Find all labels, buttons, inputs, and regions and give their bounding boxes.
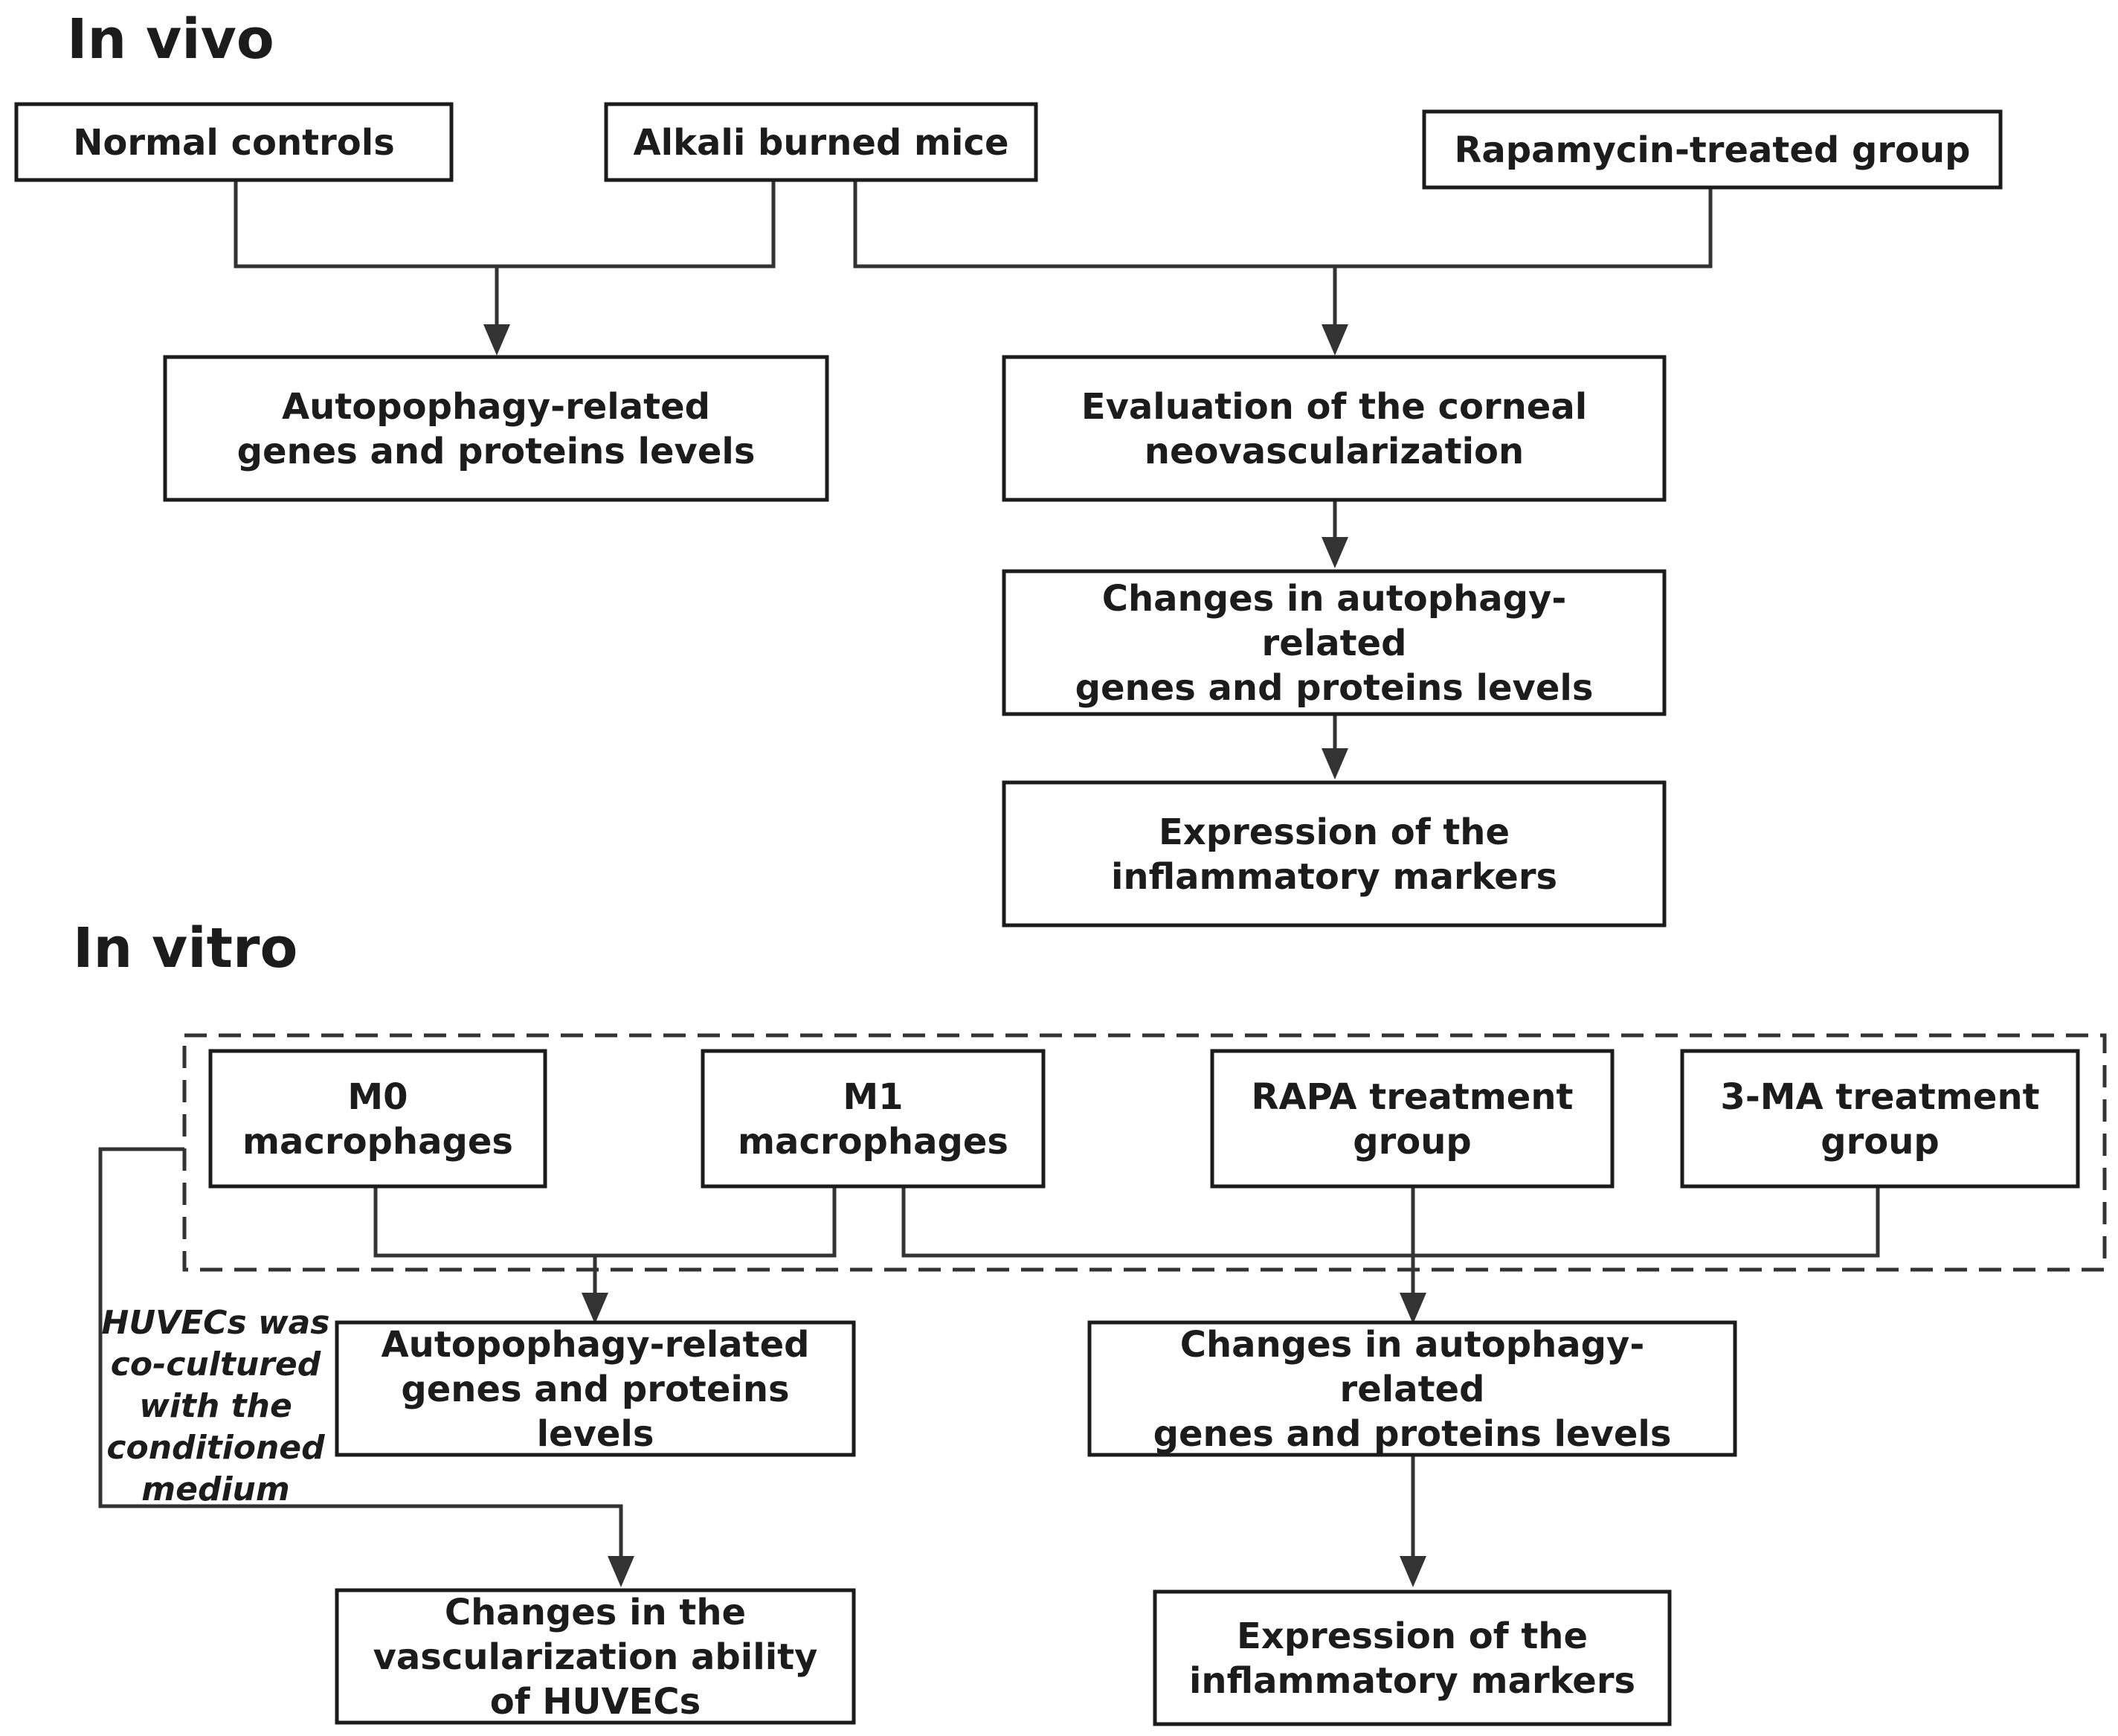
alkali-burned-mice-box: Alkali burned mice [604, 102, 1038, 182]
note-line: HUVECs was [102, 1304, 330, 1342]
box-label-line: Expression of the [1159, 811, 1510, 853]
box-frame [1002, 569, 1667, 716]
box-label-line: Normal controls [73, 122, 395, 164]
box-label-line: neovascularization [1145, 431, 1524, 472]
coculture-note: HUVECs was co-cultured with the conditioned… [102, 1304, 330, 1508]
box-label-line: 3-MA treatment [1720, 1076, 2039, 1118]
in-vitro-title: In vitro [73, 916, 297, 980]
rapamycin-treated-group-box: Rapamycin-treated group [1422, 109, 2003, 190]
arrow-head [1322, 324, 1348, 356]
box-frame [1680, 1049, 2080, 1189]
note-line: with the [139, 1387, 292, 1425]
box-label-line: group [1353, 1121, 1472, 1163]
macrophage-groups-dashed-frame [182, 1033, 2107, 1272]
box-label-line: related [1340, 1369, 1485, 1410]
box-label-line: genes and proteins levels [1153, 1413, 1672, 1455]
box-label-line: vascularization ability [373, 1636, 818, 1678]
note-line: conditioned [106, 1429, 325, 1467]
box-label-line: Evaluation of the corneal [1081, 386, 1587, 428]
box-label-line: related [1262, 623, 1407, 664]
box-label-line: Autopophagy-related [382, 1324, 810, 1366]
box-label-line: genes and proteins [401, 1369, 789, 1410]
normal-controls-box: Normal controls [14, 102, 454, 182]
box-frame [335, 1588, 856, 1725]
box-frame [1422, 109, 2003, 190]
box-label-line: inflammatory markers [1189, 1660, 1635, 1702]
box-label-line: levels [537, 1413, 654, 1455]
arrow-head [483, 324, 510, 356]
arrow-head [1322, 748, 1348, 779]
arrow-head [1400, 1556, 1426, 1587]
in-vivo-title: In vivo [67, 7, 274, 71]
arrow-head [582, 1293, 608, 1324]
box-label-line: genes and proteins levels [1075, 667, 1594, 709]
box-frame [1002, 355, 1667, 502]
box-frame [1210, 1049, 1615, 1189]
box-label-line: Changes in the [445, 1592, 746, 1633]
box-label-line: Expression of the [1237, 1616, 1588, 1657]
box-label-line: RAPA treatment [1252, 1076, 1574, 1118]
box-label-line: M0 [347, 1076, 408, 1118]
box-frame [701, 1049, 1046, 1189]
box-frame [604, 102, 1038, 182]
corneal-neovascularization-box: Evaluation of the cornealneovascularizat… [1002, 355, 1667, 502]
box-frame [163, 355, 829, 502]
box-label-line: macrophages [738, 1121, 1008, 1163]
box-label-line: inflammatory markers [1111, 856, 1557, 898]
box-frame [14, 102, 454, 182]
box-label-line: Rapamycin-treated group [1454, 129, 1970, 171]
arrow-head [1400, 1293, 1426, 1324]
note-line: medium [141, 1470, 289, 1508]
box-label-line: of HUVECs [490, 1681, 701, 1723]
box-frame [1087, 1320, 1737, 1457]
box-frame [208, 1049, 547, 1189]
box-label-line: Changes in autophagy- [1180, 1324, 1644, 1366]
box-frame [335, 1320, 856, 1457]
note-line: co-cultured [111, 1346, 321, 1383]
box-frame [1002, 780, 1667, 928]
box-label-line: Changes in autophagy- [1102, 578, 1566, 620]
box-label-line: group [1821, 1121, 1940, 1163]
in-vivo-connectors [234, 180, 1713, 779]
box-label-line: Autopophagy-related [282, 386, 710, 428]
in-vitro-connectors [98, 1147, 1880, 1587]
box-label-line: Alkali burned mice [633, 122, 1008, 164]
box-frame [1153, 1589, 1672, 1726]
box-label-line: genes and proteins levels [237, 431, 756, 472]
box-label-line: M1 [843, 1076, 903, 1118]
box-label-line: macrophages [242, 1121, 513, 1163]
arrow-head [608, 1556, 634, 1587]
arrow-head [1322, 537, 1348, 568]
